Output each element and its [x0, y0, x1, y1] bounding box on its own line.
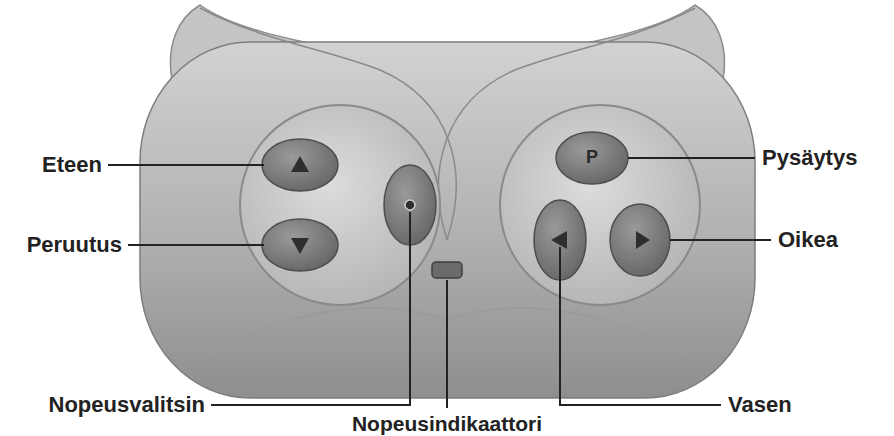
part-label: Peruutus: [27, 233, 122, 257]
part-label: Oikea: [778, 228, 838, 252]
part-label: Nopeusvalitsin: [49, 393, 205, 417]
down-arrow-symbol: [291, 238, 309, 254]
leader-line: [128, 244, 264, 246]
leader-line: [211, 212, 410, 405]
speed-indicator-light: [432, 262, 462, 278]
right-arrow-symbol: [636, 231, 650, 249]
part-label: Vasen: [728, 393, 792, 417]
speed-selector-dot: [405, 200, 415, 210]
button-ring: [500, 105, 700, 305]
leader-line: [108, 164, 264, 166]
stop-button: [556, 132, 628, 184]
leader-line: [670, 239, 771, 241]
button-symbol: P: [586, 148, 598, 168]
right-button: [610, 204, 670, 276]
part-label: Pysäytys: [762, 146, 857, 170]
left-arrow-symbol: [551, 231, 567, 249]
part-label: Nopeusindikaattori: [352, 412, 542, 435]
leader-line: [560, 247, 721, 405]
reverse-button: [262, 219, 338, 271]
leader-line: [446, 280, 448, 408]
part-label: Eteen: [42, 153, 102, 177]
forward-button: [262, 139, 338, 191]
leader-line: [628, 157, 755, 159]
up-arrow-symbol: [291, 156, 309, 172]
